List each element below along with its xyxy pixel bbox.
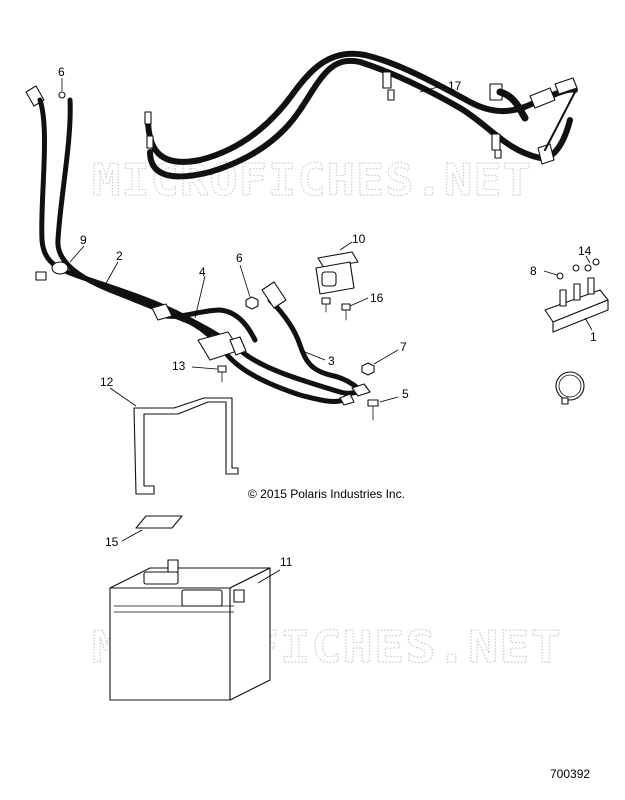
callout-17: 17 bbox=[448, 79, 462, 93]
part-17-harness bbox=[144, 50, 578, 180]
leader-2 bbox=[104, 261, 119, 286]
part-16-bolt bbox=[321, 297, 369, 321]
figure-number: 700392 bbox=[550, 767, 590, 781]
copyright-text: © 2015 Polaris Industries Inc. bbox=[248, 487, 405, 501]
callout-3: 3 bbox=[328, 354, 335, 368]
part-2-main-harness bbox=[35, 97, 371, 406]
callout-11: 11 bbox=[280, 555, 293, 569]
part-12-bracket bbox=[109, 387, 239, 495]
callout-12: 12 bbox=[100, 375, 114, 389]
leader-9 bbox=[69, 245, 85, 263]
part-13-bolt bbox=[191, 365, 227, 383]
part-10-solenoid bbox=[315, 241, 359, 295]
callout-2: 2 bbox=[116, 249, 123, 263]
part-8-nut bbox=[543, 270, 564, 280]
callout-15: 15 bbox=[105, 535, 119, 549]
part-1-terminal-block bbox=[544, 277, 609, 333]
callout-1: 1 bbox=[590, 330, 597, 344]
callout-10: 10 bbox=[352, 232, 366, 246]
callout-8: 8 bbox=[530, 264, 537, 278]
callout-13: 13 bbox=[172, 359, 186, 373]
leader-17 bbox=[419, 84, 446, 93]
clamp bbox=[555, 371, 585, 405]
callout-9: 9 bbox=[80, 233, 87, 247]
part-15-pad bbox=[121, 515, 183, 542]
leader-3 bbox=[299, 349, 326, 361]
part-7-nut bbox=[361, 349, 399, 376]
callout-16: 16 bbox=[370, 291, 384, 305]
watermark-top: MICROFICHES.NET bbox=[92, 155, 532, 206]
callout-5: 5 bbox=[402, 387, 409, 401]
callout-4: 4 bbox=[199, 265, 206, 279]
part-6-cap-top bbox=[25, 78, 66, 107]
part-5-bolt bbox=[367, 396, 399, 421]
callout-14: 14 bbox=[578, 244, 592, 258]
leader-4 bbox=[194, 275, 206, 319]
part-14-nuts bbox=[572, 255, 600, 272]
callout-7: 7 bbox=[400, 340, 407, 354]
callout-6-mid: 6 bbox=[236, 251, 243, 265]
part-11-battery bbox=[109, 559, 281, 701]
part-6-nut bbox=[239, 264, 259, 310]
callout-6-top: 6 bbox=[58, 65, 65, 79]
